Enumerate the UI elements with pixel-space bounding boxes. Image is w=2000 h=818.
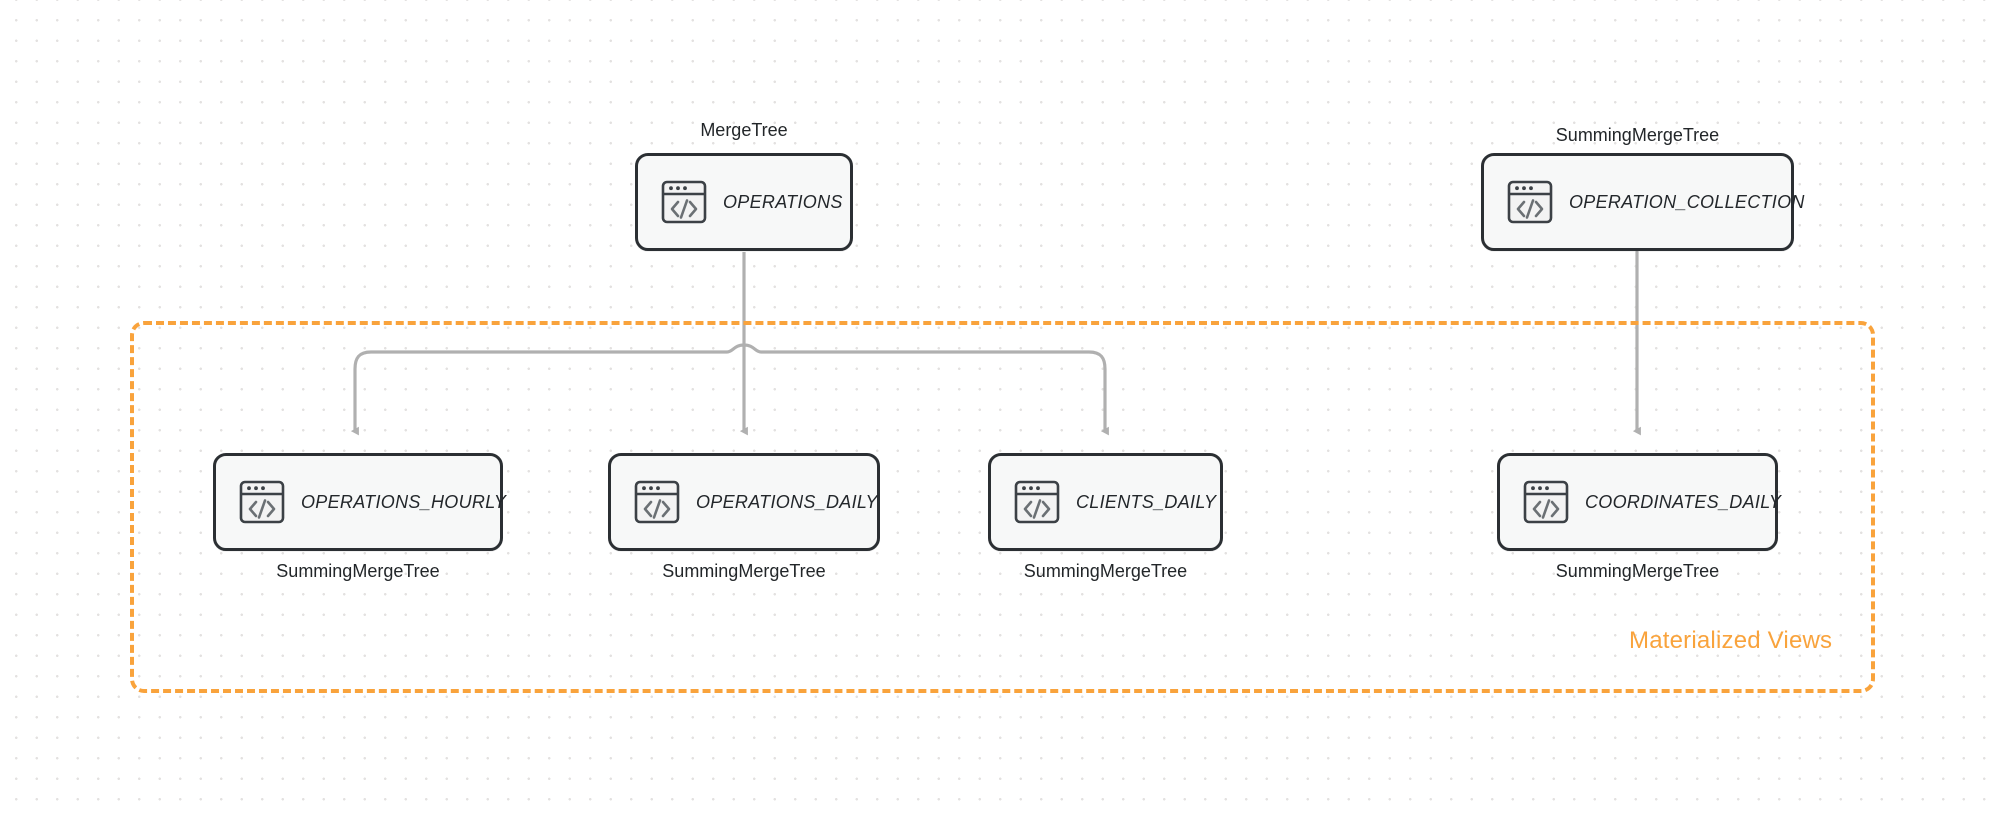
materialized-views-group (130, 321, 1875, 693)
code-window-icon (1014, 480, 1060, 524)
node-label-operations-hourly: OPERATIONS_HOURLY (301, 491, 507, 512)
code-window-icon (634, 480, 680, 524)
engine-caption-clients-daily: SummingMergeTree (1023, 561, 1188, 581)
node-clients-daily[interactable]: CLIENTS_DAILY (988, 453, 1223, 551)
engine-caption-operations-hourly: SummingMergeTree (276, 561, 440, 581)
node-operations-daily[interactable]: OPERATIONS_DAILY (608, 453, 880, 551)
code-window-icon (239, 480, 285, 524)
engine-caption-operations: MergeTree (700, 120, 788, 140)
node-label-clients-daily: CLIENTS_DAILY (1076, 491, 1217, 512)
node-label-operation-collection: OPERATION_COLLECTION (1569, 191, 1805, 212)
code-window-icon (1523, 480, 1569, 524)
engine-caption-operation-collection: SummingMergeTree (1555, 125, 1720, 145)
node-coordinates-daily[interactable]: COORDINATES_DAILY (1497, 453, 1782, 551)
engine-caption-coordinates-daily: SummingMergeTree (1555, 561, 1720, 581)
node-label-operations: OPERATIONS (723, 191, 843, 212)
engine-caption-operations-daily: SummingMergeTree (662, 561, 826, 581)
node-operations-hourly[interactable]: OPERATIONS_HOURLY (213, 453, 507, 551)
node-operations[interactable]: OPERATIONS (635, 153, 853, 251)
node-label-coordinates-daily: COORDINATES_DAILY (1585, 491, 1782, 512)
node-operation-collection[interactable]: OPERATION_COLLECTION (1481, 153, 1804, 251)
code-window-icon (661, 180, 707, 224)
materialized-views-group-label: Materialized Views (1629, 627, 1833, 654)
node-label-operations-daily: OPERATIONS_DAILY (696, 491, 878, 512)
code-window-icon (1507, 180, 1553, 224)
